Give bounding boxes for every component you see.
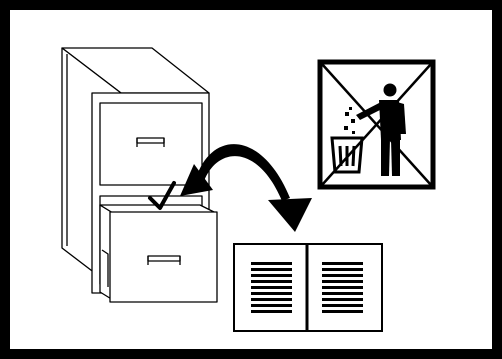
open-book-icon	[234, 244, 382, 331]
book-text-lines-right	[322, 262, 363, 313]
no-littering-sign-icon	[320, 62, 433, 187]
open-drawer-icon	[100, 205, 217, 302]
book-text-lines-left	[251, 262, 292, 313]
